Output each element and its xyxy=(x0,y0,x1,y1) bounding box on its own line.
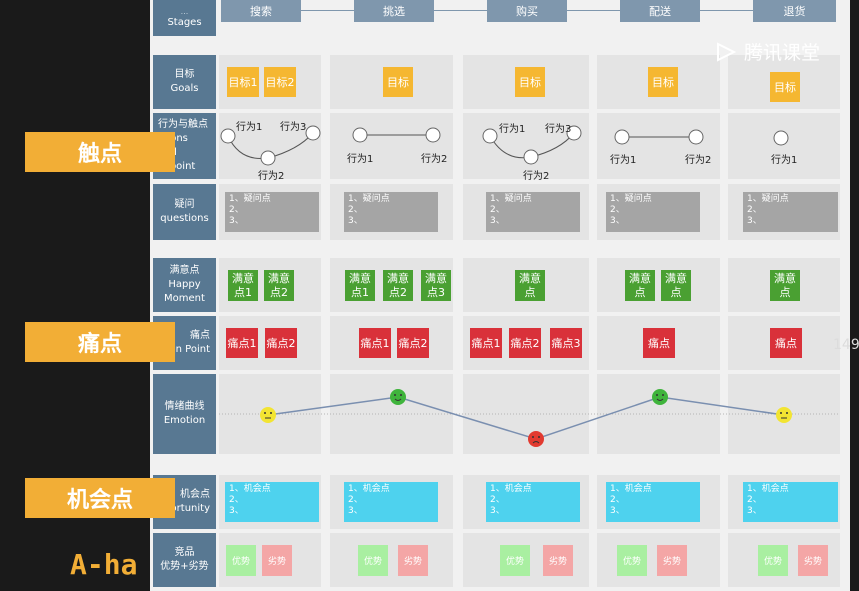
goal-card: 目标 xyxy=(648,67,678,97)
aha-text: A-ha xyxy=(70,548,138,581)
pain-point-card: 痛点2 xyxy=(265,328,297,358)
happy-moment-card: 满意点 xyxy=(515,270,545,301)
action-label: 行为1 xyxy=(347,154,374,165)
disadvantage-card: 劣势 xyxy=(657,545,687,576)
action-label: 行为1 xyxy=(610,155,637,166)
grid-cell xyxy=(330,533,453,587)
tag-painpoint: 痛点 xyxy=(25,322,175,362)
stage-arrow xyxy=(301,10,354,11)
advantage-card: 优势 xyxy=(758,545,788,576)
pain-point-card: 痛点3 xyxy=(550,328,582,358)
emotion-line xyxy=(267,396,785,440)
happy-moment-card: 满意点 xyxy=(625,270,655,301)
grid-cell xyxy=(597,113,720,179)
happy-moment-card: 满意点 xyxy=(770,270,800,301)
happy-moment-card: 满意点1 xyxy=(345,270,375,301)
grid-cell xyxy=(330,113,453,179)
advantage-card: 优势 xyxy=(500,545,530,576)
stage-delivery: 配送 xyxy=(620,0,700,22)
pain-point-card: 痛点1 xyxy=(359,328,391,358)
action-label: 行为2 xyxy=(523,171,550,182)
play-icon xyxy=(717,41,737,62)
stage-search: 搜索 xyxy=(221,0,301,22)
goal-card: 目标 xyxy=(383,67,413,97)
grid-cell xyxy=(597,258,720,312)
disadvantage-card: 劣势 xyxy=(262,545,292,576)
tag-opportunity: 机会点 xyxy=(25,478,175,518)
action-label: 行为2 xyxy=(421,154,448,165)
goal-card: 目标2 xyxy=(264,67,296,97)
stage-select: 挑选 xyxy=(354,0,434,22)
action-label: 行为1 xyxy=(499,124,526,135)
stage-return: 退货 xyxy=(753,0,836,22)
disadvantage-card: 劣势 xyxy=(798,545,828,576)
pain-point-card: 痛点2 xyxy=(509,328,541,358)
goal-card: 目标1 xyxy=(227,67,259,97)
stage-arrow xyxy=(567,10,620,11)
emotion-face-happy-icon xyxy=(652,389,668,405)
tencent-classroom-logo: 腾讯课堂 xyxy=(712,38,820,65)
stage-buy: 购买 xyxy=(487,0,567,22)
advantage-card: 优势 xyxy=(358,545,388,576)
grid-cell xyxy=(728,113,840,179)
grid-cell xyxy=(219,113,321,179)
advantage-card: 优势 xyxy=(226,545,256,576)
pain-point-card: 痛点1 xyxy=(226,328,258,358)
emotion-face-neutral-icon xyxy=(260,407,276,423)
disadvantage-card: 劣势 xyxy=(543,545,573,576)
advantage-card: 优势 xyxy=(617,545,647,576)
action-label: 行为3 xyxy=(545,124,572,135)
happy-moment-card: 满意点2 xyxy=(264,270,294,301)
action-label: 行为1 xyxy=(771,155,798,166)
row-label-stages: ... Stages xyxy=(153,0,216,36)
stage-arrow xyxy=(434,10,487,11)
disadvantage-card: 劣势 xyxy=(398,545,428,576)
goal-card: 目标 xyxy=(770,72,800,102)
goal-card: 目标 xyxy=(515,67,545,97)
stage-arrow xyxy=(700,10,753,11)
action-label: 行为1 xyxy=(236,122,263,133)
action-label: 行为2 xyxy=(258,171,285,182)
happy-moment-card: 满意点2 xyxy=(383,270,413,301)
happy-moment-card: 满意点 xyxy=(661,270,691,301)
page-number: 149 xyxy=(833,337,859,353)
pain-point-card: 痛点2 xyxy=(397,328,429,358)
grid-cell xyxy=(463,113,589,179)
tag-touchpoint: 触点 xyxy=(25,132,175,172)
row-label-competitor: 竞品优势+劣势 xyxy=(153,533,216,587)
action-label: 行为2 xyxy=(685,155,712,166)
emotion-face-happy-icon xyxy=(390,389,406,405)
action-label: 行为3 xyxy=(280,122,307,133)
happy-moment-card: 满意点3 xyxy=(421,270,451,301)
pain-point-card: 痛点 xyxy=(643,328,675,358)
emotion-face-sad-icon xyxy=(528,431,544,447)
pain-point-card: 痛点1 xyxy=(470,328,502,358)
grid-cell xyxy=(330,316,453,370)
emotion-face-neutral-icon xyxy=(776,407,792,423)
pain-point-card: 痛点 xyxy=(770,328,802,358)
happy-moment-card: 满意点1 xyxy=(228,270,258,301)
